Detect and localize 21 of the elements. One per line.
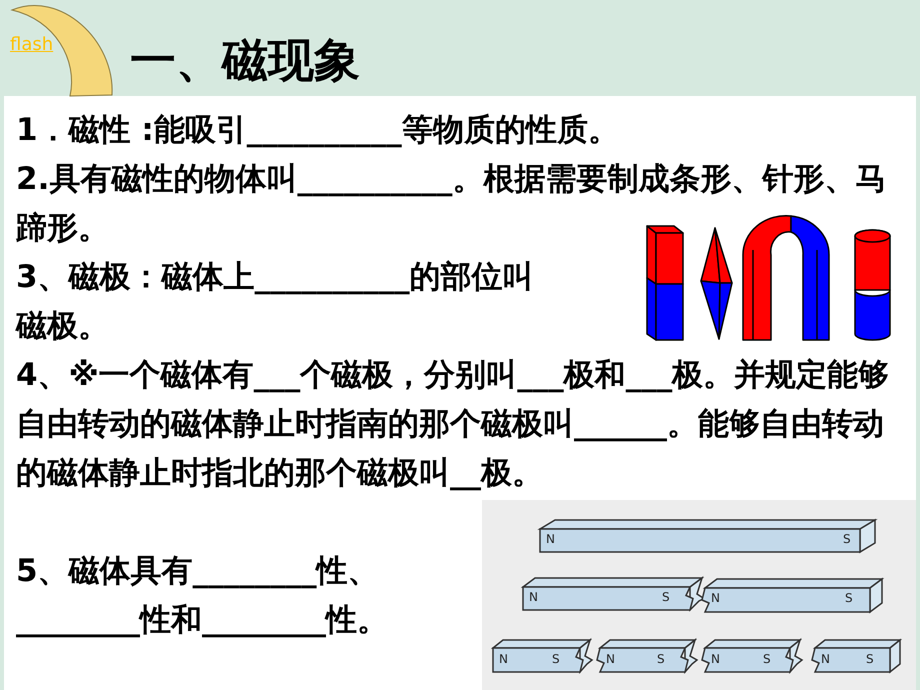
pole-letter: S: [763, 652, 771, 666]
slide-title: 一、磁现象: [130, 32, 360, 89]
pole-letter: S: [657, 652, 665, 666]
pole-letter: S: [552, 652, 560, 666]
question-text: 1．磁性 :能吸引__________等物质的性质。: [16, 111, 620, 150]
pole-letter: N: [529, 590, 538, 604]
question-text: 3、磁极：磁体上__________的部位叫磁极。: [16, 258, 535, 346]
pole-letter: S: [866, 652, 874, 666]
question-text: 4、※一个磁体有___个磁极，分别叫___极和___极。并规定能够自由转动的磁体静止时指南的那个磁极叫______。能够自由转动的磁体静止时指北的那个磁极叫__极。: [16, 356, 890, 493]
pole-letter: S: [845, 591, 853, 605]
pole-letter: N: [821, 652, 830, 666]
flash-link: flash: [10, 34, 54, 55]
pole-letter: S: [843, 532, 851, 546]
pole-letter: N: [606, 652, 615, 666]
question-text: 2.具有磁性的物体叫__________。根据需要制成条形、针形、马蹄形。: [16, 160, 888, 248]
pole-letter: N: [499, 652, 508, 666]
pole-letter: N: [546, 532, 555, 546]
question-text: 5、磁体具有________性、________性和________性。: [16, 552, 389, 640]
pole-letter: N: [711, 591, 720, 605]
pole-letter: N: [711, 652, 720, 666]
pole-letter: S: [662, 590, 670, 604]
